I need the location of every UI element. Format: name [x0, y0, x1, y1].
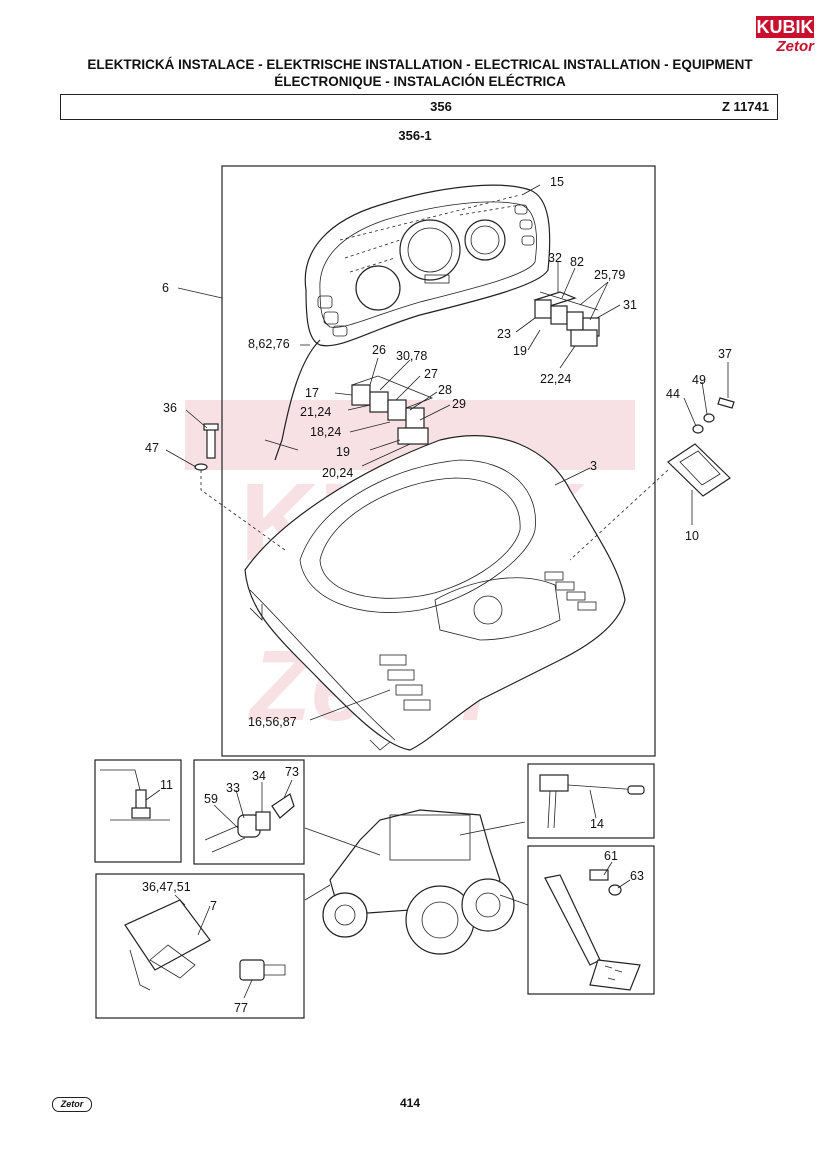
- callout-34: 34: [252, 769, 266, 783]
- brake-pedal: [544, 869, 641, 991]
- title-line-1: ELEKTRICKÁ INSTALACE - ELEKTRISCHE INSTA…: [87, 57, 753, 72]
- switch-group-right: [533, 291, 600, 347]
- instrument-cluster: [304, 184, 551, 347]
- callout-25-79: 25,79: [594, 268, 625, 282]
- callout-14: 14: [590, 817, 604, 831]
- main-assembly-frame: [221, 165, 656, 757]
- page-number: 414: [399, 1096, 421, 1110]
- box-key-switch: [193, 759, 305, 865]
- callout-61: 61: [604, 849, 618, 863]
- callout-63: 63: [630, 869, 644, 883]
- callout-19-right: 19: [513, 344, 527, 358]
- callout-32: 32: [548, 251, 562, 265]
- group-number: 356: [430, 99, 452, 114]
- callout-19-middle: 19: [336, 445, 350, 459]
- callout-28: 28: [438, 383, 452, 397]
- callout-73: 73: [285, 765, 299, 779]
- callout-27: 27: [424, 367, 438, 381]
- tractor-illustration: [304, 809, 529, 955]
- box-brake-pedal: [527, 845, 655, 995]
- dashboard-cover: [244, 435, 626, 751]
- logo-kubik-text: KUBIK: [756, 16, 814, 38]
- box-sensor-11: [94, 759, 182, 863]
- callout-18-24: 18,24: [310, 425, 341, 439]
- callout-49: 49: [692, 373, 706, 387]
- callout-36: 36: [163, 401, 177, 415]
- control-unit: [124, 899, 286, 991]
- callout-15: 15: [550, 175, 564, 189]
- callout-labels: 15 6 32 82 25,79 31 23 19 22,24 8,62,76 …: [142, 175, 732, 1015]
- footer-zetor-logo: Zetor: [52, 1097, 92, 1112]
- group-header-box: 356 Z 11741: [60, 94, 778, 120]
- callout-82: 82: [570, 255, 584, 269]
- callout-7: 7: [210, 899, 217, 913]
- screw-36: [194, 423, 286, 551]
- page-title: ELEKTRICKÁ INSTALACE - ELEKTRISCHE INSTA…: [60, 56, 780, 90]
- callout-8-62-76: 8,62,76: [248, 337, 290, 351]
- callout-21-24: 21,24: [300, 405, 331, 419]
- callout-33: 33: [226, 781, 240, 795]
- lever-switch-14: [539, 774, 645, 829]
- title-line-2: ÉLECTRONIQUE - INSTALACIÓN ELÉCTRICA: [274, 74, 566, 89]
- callout-11: 11: [160, 778, 173, 792]
- drawing-number: Z 11741: [722, 99, 769, 114]
- logo-zetor-text: Zetor: [776, 38, 815, 55]
- callout-20-24: 20,24: [322, 466, 353, 480]
- callout-6: 6: [162, 281, 169, 295]
- callout-17: 17: [305, 386, 319, 400]
- callout-36-47-51: 36,47,51: [142, 880, 191, 894]
- cable-end: [264, 439, 299, 451]
- callout-26: 26: [372, 343, 386, 357]
- callout-31: 31: [623, 298, 637, 312]
- box-lever-switch: [527, 763, 655, 839]
- callout-37: 37: [718, 347, 732, 361]
- fastener-set-right: [569, 397, 735, 561]
- callout-44: 44: [666, 387, 680, 401]
- subfigure-number: 356-1: [398, 128, 432, 143]
- callout-3: 3: [590, 459, 597, 473]
- callout-77: 77: [234, 1001, 248, 1015]
- callout-22-24: 22,24: [540, 372, 571, 386]
- speedometer-cable: [274, 339, 321, 461]
- box-control-unit: [95, 873, 305, 1019]
- kubik-zetor-logo: KUBIK Zetor: [756, 16, 814, 60]
- callout-10: 10: [685, 529, 699, 543]
- key-switch: [204, 793, 295, 853]
- callout-47: 47: [145, 441, 159, 455]
- callout-30-78: 30,78: [396, 349, 427, 363]
- switch-group-middle: [351, 375, 434, 445]
- callout-23: 23: [497, 327, 511, 341]
- leader-lines: [145, 184, 729, 999]
- callout-29: 29: [452, 397, 466, 411]
- callout-59: 59: [204, 792, 218, 806]
- callout-16-56-87: 16,56,87: [248, 715, 297, 729]
